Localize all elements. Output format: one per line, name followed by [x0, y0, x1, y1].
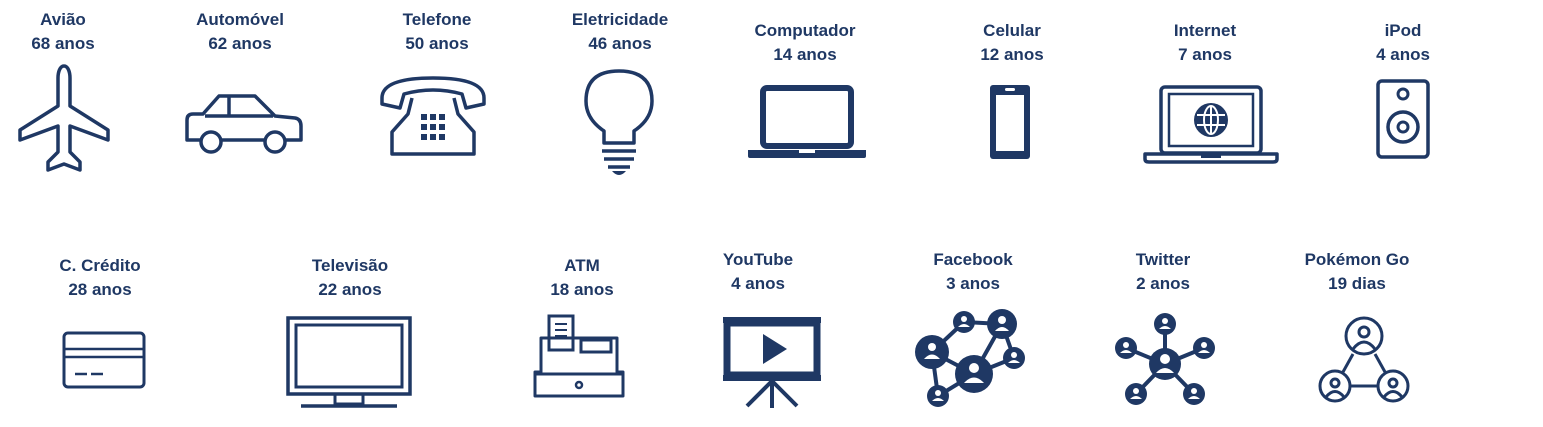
- item-duration: 12 anos: [980, 45, 1044, 64]
- item-name: Internet: [1173, 21, 1237, 40]
- item-name: iPod: [1384, 21, 1422, 40]
- item-name: Celular: [983, 21, 1041, 40]
- network-hub-icon: [1115, 313, 1215, 405]
- item-name: ATM: [564, 256, 600, 275]
- item-duration: 62 anos: [208, 34, 272, 53]
- item-label: Internet 7 anos: [1174, 19, 1236, 67]
- item-label: Eletricidade 46 anos: [572, 8, 668, 56]
- item-duration: 14 anos: [773, 45, 837, 64]
- item-name: Computador: [754, 21, 856, 40]
- item-name: Eletricidade: [571, 10, 669, 29]
- item-label: Automóvel 62 anos: [196, 8, 284, 56]
- item-duration: 18 anos: [550, 280, 614, 299]
- item-duration: 28 anos: [68, 280, 132, 299]
- item-name: Pokémon Go: [1304, 250, 1410, 269]
- item-duration: 50 anos: [405, 34, 469, 53]
- user-group-icon: [1318, 316, 1410, 403]
- item-name: Automóvel: [196, 10, 284, 29]
- laptop-icon: [748, 85, 866, 158]
- item-label: Telefone 50 anos: [403, 8, 472, 56]
- item-duration: 19 dias: [1328, 274, 1386, 293]
- item-name: Twitter: [1135, 250, 1191, 269]
- television-icon: [286, 316, 412, 408]
- item-name: YouTube: [722, 250, 794, 269]
- item-label: Twitter 2 anos: [1136, 248, 1190, 296]
- item-label: Televisão 22 anos: [312, 254, 388, 302]
- speaker-icon: [1376, 79, 1430, 159]
- video-presentation-icon: [723, 317, 821, 408]
- cash-register-icon: [533, 314, 625, 398]
- item-duration: 3 anos: [946, 274, 1000, 293]
- item-duration: 22 anos: [318, 280, 382, 299]
- item-label: C. Crédito 28 anos: [59, 254, 140, 302]
- lightbulb-icon: [584, 69, 654, 175]
- item-duration: 46 anos: [588, 34, 652, 53]
- mobile-phone-icon: [990, 85, 1030, 159]
- item-label: Facebook 3 anos: [933, 248, 1012, 296]
- item-label: Pokémon Go 19 dias: [1305, 248, 1410, 296]
- item-label: Celular 12 anos: [980, 19, 1043, 67]
- item-label: ATM 18 anos: [550, 254, 613, 302]
- item-name: Televisão: [311, 256, 389, 275]
- credit-card-icon: [62, 331, 146, 389]
- social-network-icon: [915, 309, 1025, 407]
- item-duration: 4 anos: [731, 274, 785, 293]
- item-name: Avião: [40, 10, 86, 29]
- item-duration: 68 anos: [31, 34, 95, 53]
- item-label: Avião 68 anos: [31, 8, 94, 56]
- car-icon: [185, 94, 303, 154]
- laptop-globe-icon: [1143, 85, 1279, 164]
- item-duration: 4 anos: [1376, 45, 1430, 64]
- item-label: iPod 4 anos: [1376, 19, 1430, 67]
- airplane-icon: [18, 64, 110, 172]
- item-label: YouTube 4 anos: [723, 248, 793, 296]
- item-duration: 7 anos: [1178, 45, 1232, 64]
- telephone-icon: [380, 76, 486, 156]
- item-name: Telefone: [402, 10, 472, 29]
- item-label: Computador 14 anos: [754, 19, 855, 67]
- item-name: C. Crédito: [59, 256, 141, 275]
- item-duration: 2 anos: [1136, 274, 1190, 293]
- item-name: Facebook: [933, 250, 1013, 269]
